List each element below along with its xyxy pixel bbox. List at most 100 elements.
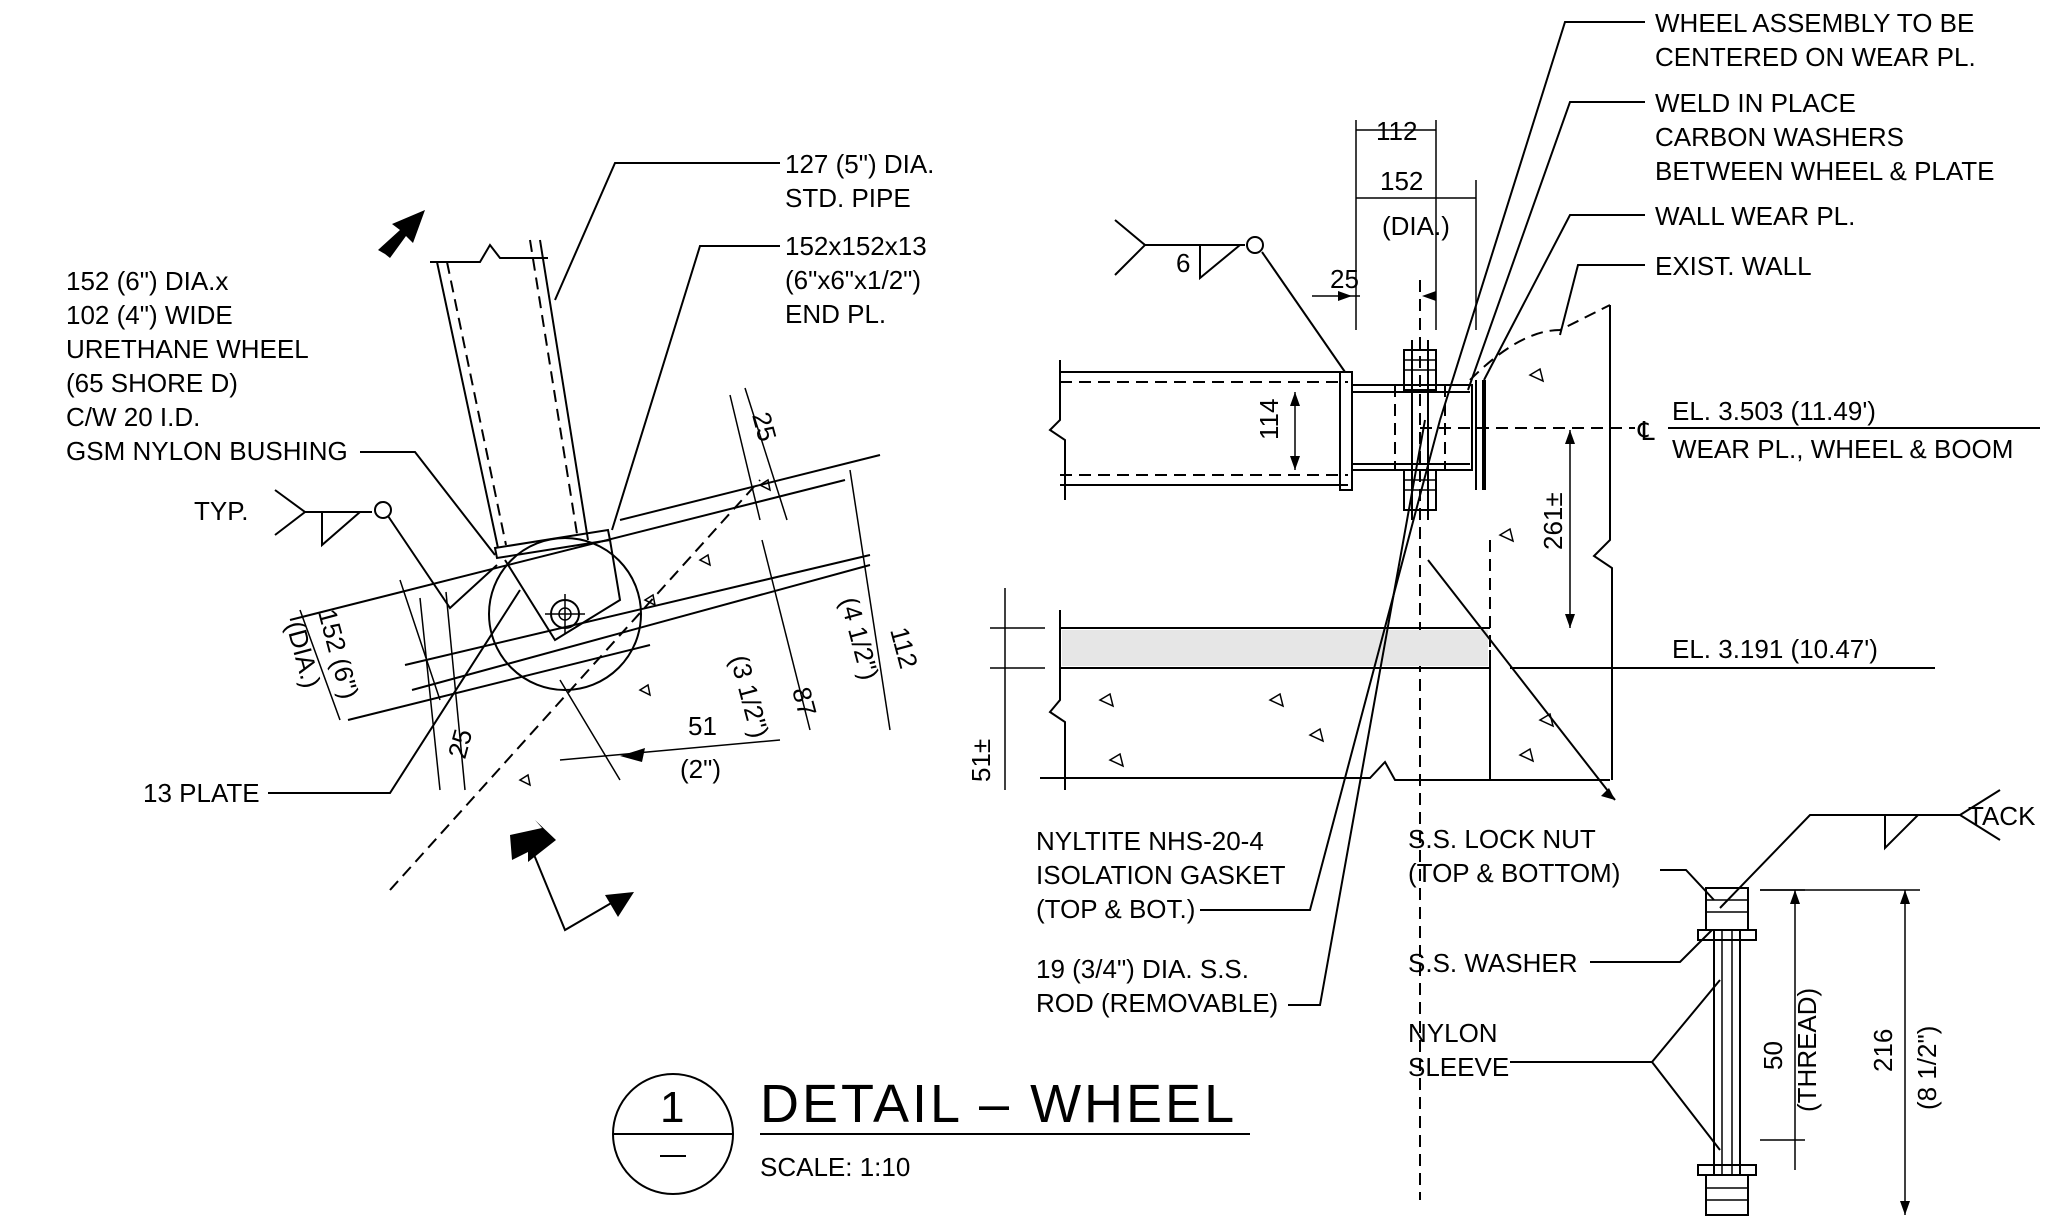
left-dim-87-sub: (3 1/2") xyxy=(724,652,775,741)
rod-leader xyxy=(1288,419,1426,1006)
rod-washer-top xyxy=(1697,929,1757,941)
title-block: 1 DETAIL – WHEEL SCALE: 1:10 xyxy=(612,1073,1250,1195)
wheel-label-line-3: URETHANE WHEEL xyxy=(66,334,309,364)
lock-nut-label-1: S.S. LOCK NUT xyxy=(1408,824,1596,854)
right-notes: WHEEL ASSEMBLY TO BE CENTERED ON WEAR PL… xyxy=(1420,8,2040,669)
tack-weld-symbol xyxy=(1719,789,2001,909)
left-dim-87: 87 xyxy=(786,684,822,720)
wheel-assembly-note-1: WHEEL ASSEMBLY TO BE xyxy=(1655,8,1974,38)
weld-symbol-left xyxy=(274,489,372,548)
wheel-bracket xyxy=(504,539,622,642)
middle-elevation-view: 6 112 152 (DIA.) 25 114 261± 51± NYLTITE… xyxy=(966,116,1616,1200)
sleeve-label-2: SLEEVE xyxy=(1408,1052,1509,1082)
sleeve-leader xyxy=(1510,979,1721,1151)
rod-label-line-2: ROD (REMOVABLE) xyxy=(1036,988,1278,1018)
detail-number: 1 xyxy=(660,1083,687,1132)
elevation-top: EL. 3.503 (11.49') xyxy=(1672,396,1876,426)
section-arrow-bottom-icon xyxy=(510,820,556,862)
plate-leader xyxy=(268,589,521,794)
mid-dim-261: 261± xyxy=(1538,492,1568,550)
elevation-bottom: EL. 3.191 (10.47') xyxy=(1672,634,1878,664)
weld-symbol-mid xyxy=(1114,219,1245,281)
mid-dim-114: 114 xyxy=(1254,399,1284,440)
weld-washers-note-3: BETWEEN WHEEL & PLATE xyxy=(1655,156,1995,186)
urethane-wheel xyxy=(488,537,642,691)
end-plate-label-line-3: END PL. xyxy=(785,299,886,329)
gasket-stipple xyxy=(1062,630,1488,666)
lock-nut-leader xyxy=(1660,869,1715,901)
wall-face-dashed xyxy=(389,479,761,891)
weld-washers-leader xyxy=(1467,101,1645,391)
left-section-view: 152 (6") DIA.x 102 (4") WIDE URETHANE WH… xyxy=(66,149,934,932)
detail-scale: SCALE: 1:10 xyxy=(760,1152,910,1182)
wheel-label-line-5: C/W 20 I.D. xyxy=(66,402,200,432)
wheel-label-line-4: (65 SHORE D) xyxy=(66,368,238,398)
rod-nut-bottom xyxy=(1705,1174,1749,1216)
mid-dim-152: 152 xyxy=(1380,166,1423,196)
weld-all-around-circle-left xyxy=(374,501,392,519)
pipe-label-line-2: STD. PIPE xyxy=(785,183,911,213)
slab-bottom xyxy=(1040,760,1610,781)
mid-dim-112: 112 xyxy=(1376,116,1417,146)
left-dim-112-sub: (4 1/2") xyxy=(834,594,885,683)
section-arrow-top-icon xyxy=(378,210,425,258)
mid-dim-25: 25 xyxy=(1330,264,1359,294)
washer-label: S.S. WASHER xyxy=(1408,948,1578,978)
slab-line-1 xyxy=(289,479,846,621)
mid-dim-51: 51± xyxy=(966,739,996,782)
left-dim-51: 51 xyxy=(688,711,717,741)
washer-leader xyxy=(1590,929,1713,963)
plate-label: 13 PLATE xyxy=(143,778,260,808)
wheel-label-line-1: 152 (6") DIA.x xyxy=(66,266,228,296)
weld-leader-left xyxy=(387,515,498,610)
wheel-assembly-leader xyxy=(1439,21,1645,421)
elevation-top-sub: WEAR PL., WHEEL & BOOM xyxy=(1672,434,2013,464)
end-plate-leader xyxy=(611,245,780,531)
wheel-leader xyxy=(360,451,496,556)
mid-dim-152-sub: (DIA.) xyxy=(1382,211,1450,241)
rod-detail: TACK S.S. LOCK NUT (TOP & BOTTOM) S.S. W… xyxy=(1408,789,2036,1216)
left-dim-112: 112 xyxy=(884,624,924,672)
weld-washers-note-1: WELD IN PLACE xyxy=(1655,88,1856,118)
weld-typ-label: TYP. xyxy=(194,496,248,526)
rod-dim-216-sub: (8 1/2") xyxy=(1912,1026,1942,1110)
gasket-label-line-1: NYLTITE NHS-20-4 xyxy=(1036,826,1264,856)
wall-wear-leader xyxy=(1483,214,1645,381)
rod-label-line-1: 19 (3/4") DIA. S.S. xyxy=(1036,954,1249,984)
rod-washer-bottom xyxy=(1697,1164,1757,1176)
rod-nut-top xyxy=(1705,887,1749,931)
std-pipe xyxy=(430,239,589,549)
rod-dim-50: 50 xyxy=(1758,1041,1788,1070)
exist-wall-note: EXIST. WALL xyxy=(1655,251,1812,281)
exist-wall-leader xyxy=(1559,264,1645,336)
wheel-label-line-2: 102 (4") WIDE xyxy=(66,300,233,330)
wheel-assembly-note-2: CENTERED ON WEAR PL. xyxy=(1655,42,1976,72)
wall-wear-note: WALL WEAR PL. xyxy=(1655,201,1855,231)
end-plate-mid xyxy=(1339,371,1353,491)
gasket-label-line-2: ISOLATION GASKET xyxy=(1036,860,1286,890)
slab-line-3 xyxy=(347,644,651,721)
left-dim-152: 152 (6") xyxy=(312,606,365,702)
rod-body xyxy=(1713,930,1741,1175)
sleeve-label-1: NYLON xyxy=(1408,1018,1498,1048)
weld-all-around-circle-mid xyxy=(1246,236,1264,254)
pipe-label-line-1: 127 (5") DIA. xyxy=(785,149,934,179)
rod-dim-50-sub: (THREAD) xyxy=(1792,988,1822,1112)
detail-title: DETAIL – WHEEL xyxy=(760,1074,1237,1134)
wall-right-edge xyxy=(1592,305,1613,780)
rod-dim-216: 216 xyxy=(1868,1029,1898,1072)
left-dim-25-top: 25 xyxy=(746,409,782,445)
left-dim-51-sub: (2") xyxy=(680,754,721,784)
slab-line-4 xyxy=(619,454,881,521)
end-plate-label-line-1: 152x152x13 xyxy=(785,231,927,261)
lock-nut-label-2: (TOP & BOTTOM) xyxy=(1408,858,1620,888)
weld-size-label: 6 xyxy=(1176,248,1190,278)
centerline-symbol: ℄ xyxy=(1637,416,1655,446)
end-plate-label-line-2: (6"x6"x1/2") xyxy=(785,265,921,295)
wheel-label-line-6: GSM NYLON BUSHING xyxy=(66,436,348,466)
pipe-leader-left xyxy=(554,162,780,301)
slab-line-2 xyxy=(411,564,871,691)
gasket-label-line-3: (TOP & BOT.) xyxy=(1036,894,1195,924)
weld-washers-note-2: CARBON WASHERS xyxy=(1655,122,1904,152)
